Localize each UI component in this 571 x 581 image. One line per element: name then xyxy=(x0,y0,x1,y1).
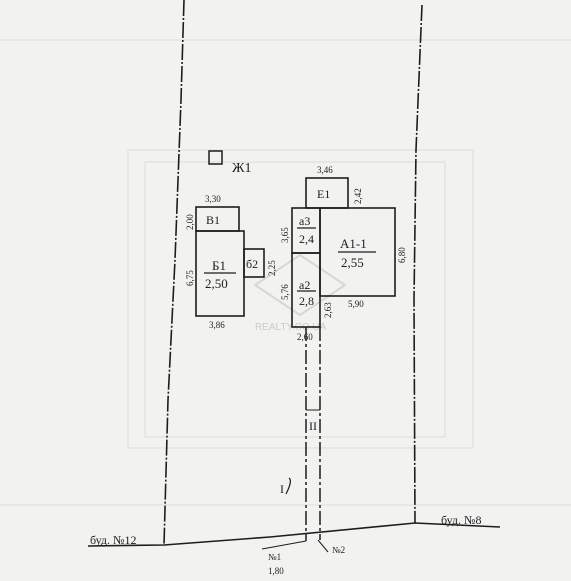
building-a3-label: а3 xyxy=(299,214,310,228)
dim-b2-side: 2,25 xyxy=(267,260,277,276)
gate-1-label: №1 xyxy=(268,552,281,562)
dim-e1-side: 2,42 xyxy=(353,188,363,204)
building-b2-label: б2 xyxy=(246,257,258,271)
building-a2-value: 2,8 xyxy=(299,294,314,308)
dim-a2-bottom: 2,60 xyxy=(297,332,313,342)
gate-1-width: 1,80 xyxy=(268,566,284,576)
fence-i-label: І xyxy=(280,482,284,496)
dim-a3-left: 3,65 xyxy=(280,227,290,243)
watermark-text: REALTY.CO.UA xyxy=(255,322,327,333)
building-b1-value: 2,50 xyxy=(205,276,228,291)
neighbor-right-label: буд. №8 xyxy=(441,513,481,527)
dim-v1-top: 3,30 xyxy=(205,194,221,204)
buildings xyxy=(195,177,396,328)
dim-b1-left: 6,75 xyxy=(185,270,195,286)
building-a1-value: 2,55 xyxy=(341,255,364,270)
building-a2-label: а2 xyxy=(299,278,310,292)
plot-boundary xyxy=(87,0,501,547)
background-sheet xyxy=(0,39,571,506)
fraction-lines xyxy=(204,227,376,292)
gate-2-label: №2 xyxy=(332,545,345,555)
dim-a1-right: 6,80 xyxy=(397,247,407,263)
gate-leaders xyxy=(261,539,329,553)
dim-a1-bottom: 5,90 xyxy=(348,299,364,309)
fence-ii-label: II xyxy=(309,419,317,433)
watermark: REALTY.CO.UA xyxy=(253,253,347,333)
well-label: Ж1 xyxy=(232,161,252,176)
driveway xyxy=(305,327,321,541)
fence-i-mark xyxy=(285,477,292,495)
dim-a2-right: 2,63 xyxy=(323,302,333,318)
building-v1-label: В1 xyxy=(206,213,220,227)
well-symbol xyxy=(208,150,223,165)
dim-e1-top: 3,46 xyxy=(317,165,333,175)
building-a1-label: А1-1 xyxy=(340,236,367,251)
dim-v1-left: 2,00 xyxy=(185,214,195,230)
dim-a2-left: 5,76 xyxy=(280,284,290,300)
building-b2 xyxy=(243,248,265,278)
neighbor-left-label: буд. №12 xyxy=(90,533,136,547)
building-e1-label: Е1 xyxy=(317,187,330,201)
building-a3-value: 2,4 xyxy=(299,232,314,246)
building-b1-label: Б1 xyxy=(212,258,226,273)
dim-b1-bottom: 3,86 xyxy=(209,320,225,330)
